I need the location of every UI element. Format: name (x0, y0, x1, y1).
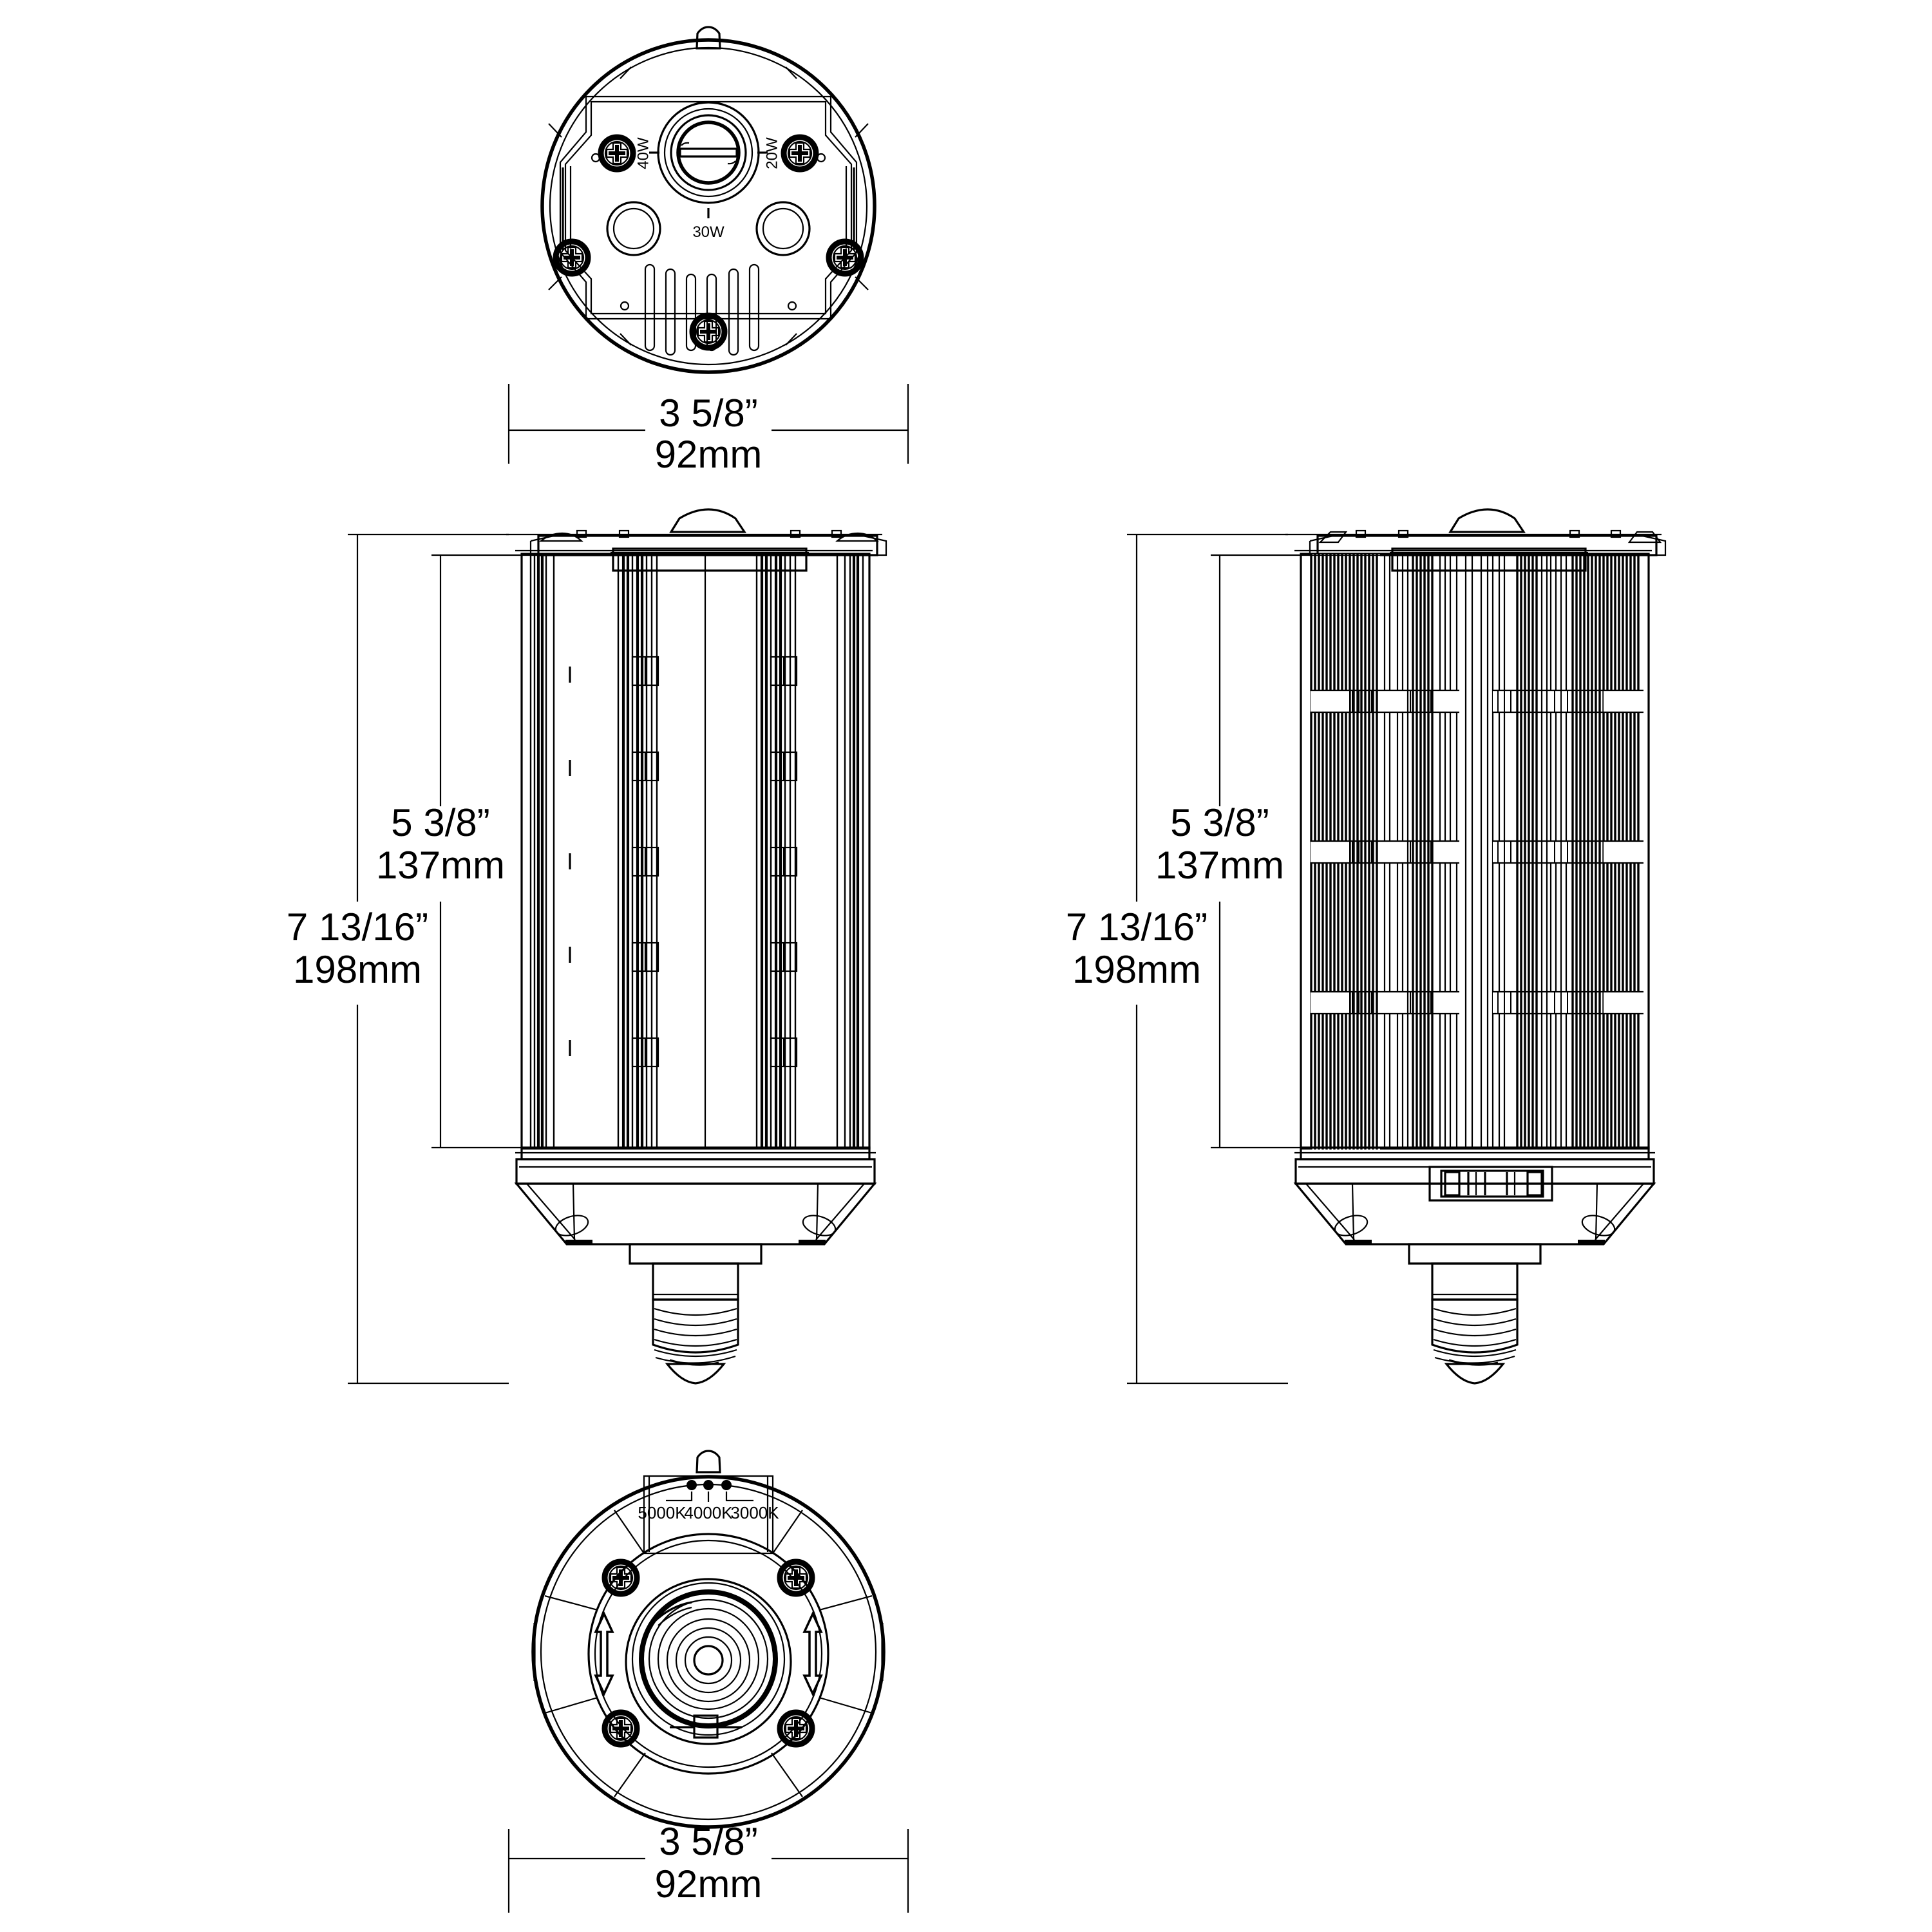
cct-label-5000k: 5000K (638, 1503, 687, 1522)
front-view-overall-dim-mm: 198mm (293, 948, 422, 991)
side-view-body-dim-inches: 5 3/8” (1170, 801, 1269, 844)
cct-label-3000k: 3000K (730, 1503, 779, 1522)
e26-screw-base (652, 1298, 739, 1385)
top-view-dim-inches: 3 5/8” (659, 392, 757, 435)
front-view-overall-dim-inches: 7 13/16” (287, 905, 428, 949)
bottom-view-dim-mm: 92mm (655, 1862, 762, 1906)
screw-icon (829, 242, 861, 274)
wattage-label-30w: 30W (692, 223, 724, 241)
front-view-body-dim-mm: 137mm (376, 844, 505, 887)
rotate-arrow-icon (594, 1613, 614, 1695)
dimension-text-layer: 3 5/8” 92mm 5 3/8” 137mm 7 13/16” 198mm … (287, 392, 1284, 1906)
bottom-view-dim-inches: 3 5/8” (659, 1820, 757, 1863)
screw-icon (780, 1562, 812, 1594)
side-view-overall-dim-mm: 198mm (1072, 948, 1201, 991)
wattage-label-20w: 20W (763, 137, 781, 169)
top-view-dim-mm: 92mm (655, 433, 762, 476)
bottom-view-group: 5000K 4000K 3000K (507, 1450, 909, 1913)
side-view-body-dim-mm: 137mm (1155, 844, 1284, 887)
e26-screw-base (1431, 1298, 1519, 1385)
cct-selector-switch[interactable] (1428, 1166, 1553, 1202)
front-elevation-view-group (348, 508, 887, 1385)
cct-dot-4000k (703, 1480, 714, 1490)
front-view-body-dim-inches: 5 3/8” (391, 801, 489, 844)
top-view-group: 40W 20W 30W (507, 26, 909, 464)
screw-icon (556, 242, 588, 274)
screw-icon (605, 1712, 637, 1745)
cct-dot-3000k (721, 1480, 732, 1490)
side-elevation-view-group (1127, 508, 1667, 1385)
screw-icon (784, 137, 816, 169)
side-view-overall-dim-inches: 7 13/16” (1066, 905, 1208, 949)
rotate-arrow-icon (803, 1613, 822, 1695)
screw-icon (601, 137, 633, 169)
screw-icon (780, 1712, 812, 1745)
screw-icon (605, 1562, 637, 1594)
wattage-label-40w: 40W (634, 137, 652, 169)
cct-label-4000k: 4000K (684, 1503, 733, 1522)
cct-dot-5000k (687, 1480, 697, 1490)
screw-icon (692, 316, 724, 348)
